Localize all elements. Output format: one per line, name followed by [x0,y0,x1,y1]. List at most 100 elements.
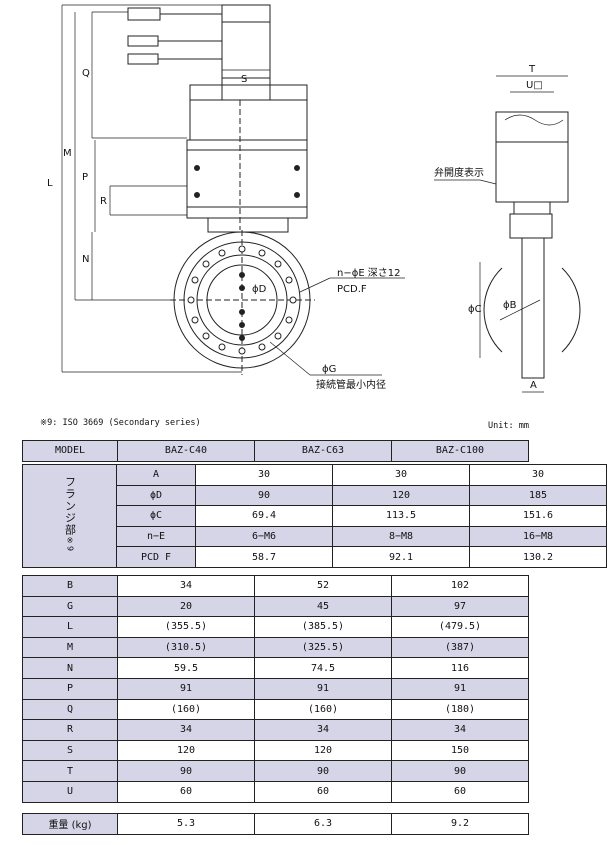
side-valve-body [521,237,545,379]
dim-label-S: S [241,74,247,85]
row-label: R [22,719,118,741]
row-label: T [22,760,118,782]
cell: 91 [117,677,255,700]
row-label: G [22,595,118,618]
actuator-motor [221,4,271,79]
cell: 16−M8 [469,525,607,548]
cell: 30 [469,464,607,486]
cell: 60 [391,780,529,803]
phi-g-note: 接続管最小内径 [316,378,386,391]
row-label: ϕD [116,484,196,507]
cell: 120 [332,484,470,507]
table-row: ϕD 90 120 185 [23,484,607,507]
row-label: M [22,636,118,659]
cell: 185 [469,484,607,507]
row-label: B [22,575,118,597]
unit-note: Unit: mm [488,421,529,431]
cell: 90 [195,484,333,507]
cell: (310.5) [117,636,255,659]
cell: 90 [391,760,529,782]
technical-drawing: L M Q P R N S T U□ ϕC ϕB A n−ϕE 深さ12 PCD… [47,4,581,393]
dim-label-T: T [528,64,536,75]
cell: 69.4 [195,505,333,527]
valve-body [186,139,308,219]
cell: 90 [254,760,392,782]
dim-label-Q: Q [82,68,90,79]
flange-group-label: フランジ部※9 [22,464,117,568]
row-label: 重量 (kg) [22,813,118,835]
table-row: PCD F 58.7 92.1 130.2 [23,546,607,568]
dim-label-L: L [47,178,53,189]
header-model: MODEL [22,440,118,462]
cell: 45 [254,595,392,618]
actuator-housing [189,84,308,141]
cell: (355.5) [117,616,255,638]
cell: 34 [254,719,392,741]
cell: 6−M6 [195,525,333,548]
cell: (479.5) [391,616,529,638]
row-label: N [22,657,118,679]
cell: 20 [117,595,255,618]
dim-label-U: U□ [526,80,543,91]
weight-row: 重量 (kg) 5.3 6.3 9.2 [22,813,529,835]
cell: 9.2 [391,813,529,835]
cell: 34 [117,575,255,597]
cell: 60 [254,780,392,803]
cell: 60 [117,780,255,803]
row-label: Q [22,698,118,721]
cell: 116 [391,657,529,679]
flange-table: フランジ部※9 A 30 30 30 ϕD 90 120 185 ϕC 69.4… [22,464,607,568]
table-row: フランジ部※9 A 30 30 30 [22,464,607,568]
cell: 34 [117,719,255,741]
cell: 102 [391,575,529,597]
cell: 130.2 [469,546,607,568]
cell: (385.5) [254,616,392,638]
table-row: Q(160)(160)(180) [22,698,529,721]
dim-label-C: ϕC [468,304,482,315]
pcd-callout: PCD.F [337,284,367,295]
phi-g-label: ϕG [322,364,336,375]
cell: 91 [254,677,392,700]
cable-connector [127,35,159,47]
cell: 59.5 [117,657,255,679]
row-label: U [22,780,118,803]
row-label: A [116,464,196,486]
dim-label-N: N [82,254,89,265]
dim-label-P: P [82,172,88,183]
cell: 97 [391,595,529,618]
cell: 30 [195,464,333,486]
cell: 91 [391,677,529,700]
cell: (160) [117,698,255,721]
footnote: ※9: ISO 3669 (Secondary series) [40,418,201,428]
table-header: MODEL BAZ-C40 BAZ-C63 BAZ-C100 [22,440,529,462]
cell: 74.5 [254,657,392,679]
row-label: S [22,739,118,762]
table-row: ϕC 69.4 113.5 151.6 [23,505,607,527]
cell: 8−M8 [332,525,470,548]
header-c63: BAZ-C63 [254,440,392,462]
cell: (325.5) [254,636,392,659]
cell: (180) [391,698,529,721]
cell: 58.7 [195,546,333,568]
row-label: PCD F [116,546,196,568]
cell: 92.1 [332,546,470,568]
cable-connector [127,53,159,65]
indicator-label: 弁開度表示 [434,166,484,179]
side-actuator [495,111,569,143]
row-label: L [22,616,118,638]
table-row: L(355.5)(385.5)(479.5) [22,616,529,638]
spec-table: MODEL BAZ-C40 BAZ-C63 BAZ-C100 [22,440,529,462]
cell: 113.5 [332,505,470,527]
cell: 90 [117,760,255,782]
cell: 30 [332,464,470,486]
dim-label-B: ϕB [503,300,517,311]
row-label: P [22,677,118,700]
